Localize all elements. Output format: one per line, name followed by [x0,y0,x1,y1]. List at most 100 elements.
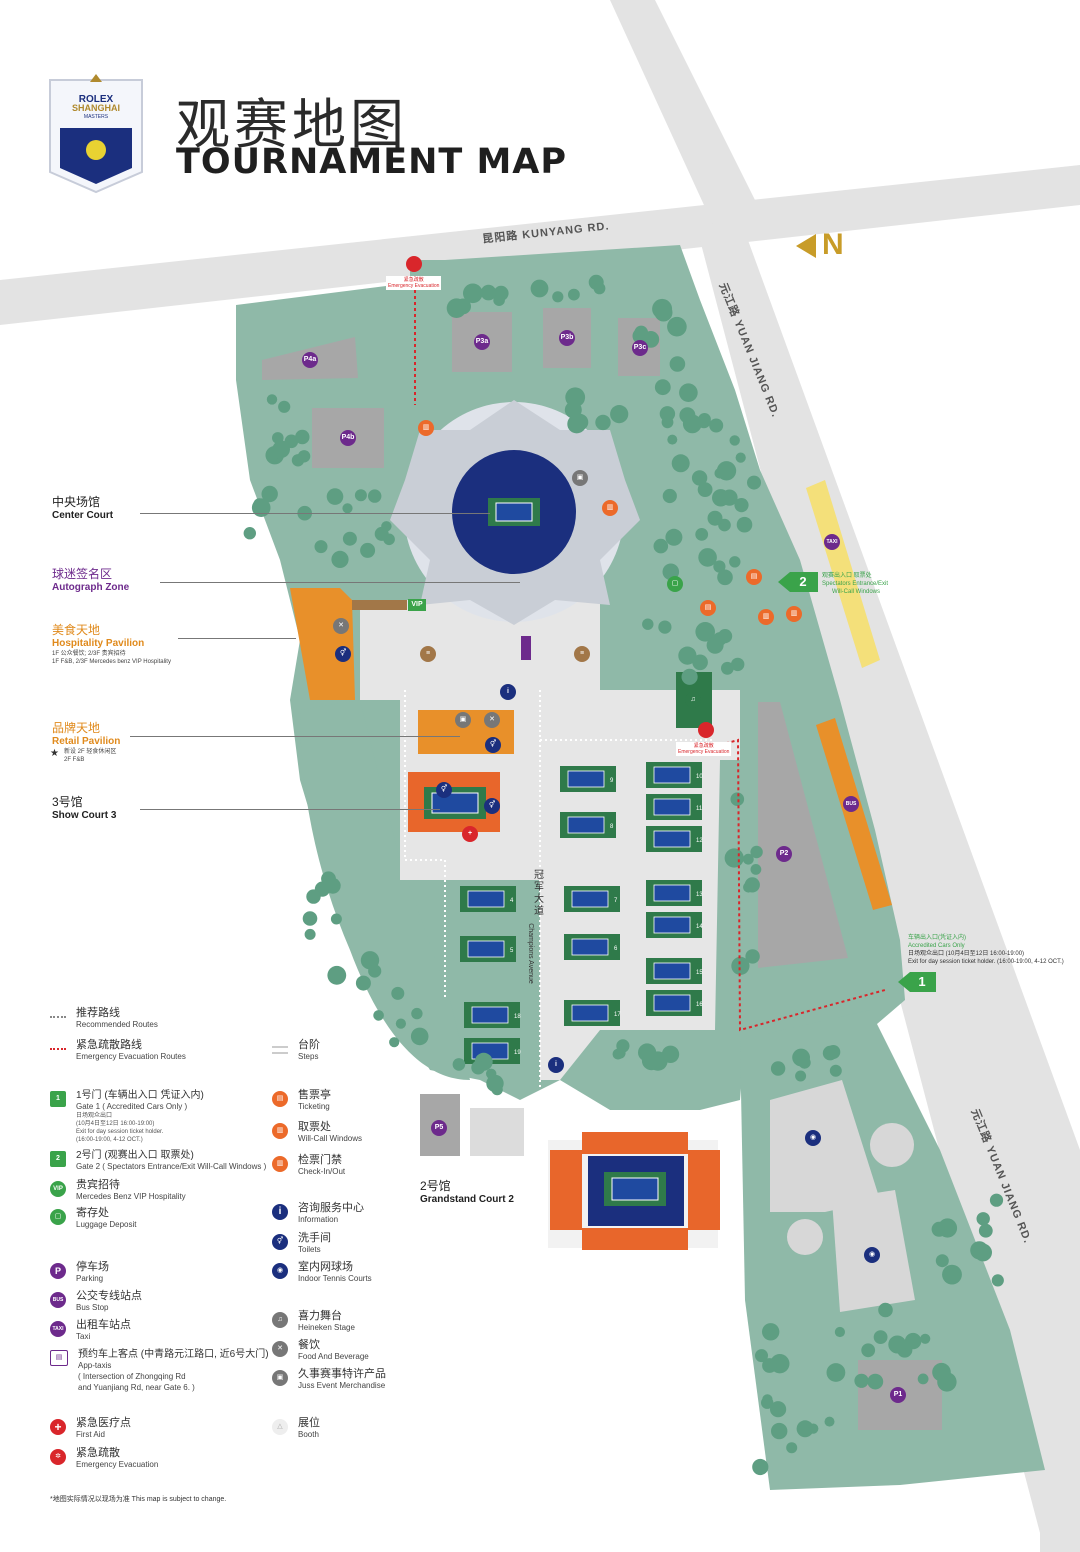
legend-text-en: Will-Call Windows [298,1134,363,1143]
indoor-courts-icon-1[interactable]: ◉ [805,1130,821,1146]
bus-stop-marker[interactable]: BUS [843,796,859,812]
parking-p3a-badge[interactable]: P3a [474,334,490,350]
ticketing-icon-east[interactable]: ▤ [700,600,716,616]
food-beverage-icon-retail[interactable]: ✕ [484,712,500,728]
tree [770,1401,787,1418]
indoor-courts-icon-2[interactable]: ◉ [864,1247,880,1263]
outer-court-18[interactable]: 18 [464,1002,521,1028]
toilet-icon-showcourt-2[interactable]: ⚥ [484,798,500,814]
first-aid-icon[interactable]: + [462,826,478,842]
outer-court-5[interactable]: 5 [460,936,516,962]
outer-court-16[interactable]: 16 [646,990,703,1016]
legend-gate-1: 1 1号门 (车辆出入口 凭证入内) Gate 1 ( Accredited C… [50,1090,204,1144]
heineken-stage-icon[interactable]: ♫ [685,692,701,708]
legend-text-en: Emergency Evacuation Routes [76,1052,186,1061]
tree [368,489,382,503]
tree [243,527,256,540]
show-court-3-label[interactable]: 3号馆 Show Court 3 [52,796,116,822]
autograph-zone-leader [160,582,520,583]
toilet-icon-retail[interactable]: ⚥ [485,737,501,753]
legend-text-cn: 紧急医疗点 [76,1417,131,1429]
tree [679,407,696,424]
tree [659,406,676,422]
information-icon-south[interactable]: i [548,1057,564,1073]
parking-p2-badge[interactable]: P2 [776,846,792,862]
gate-1-cn: 车辆出入口(凭证入内) [908,935,966,941]
parking-p5-badge[interactable]: P5 [431,1120,447,1136]
toilet-icon-showcourt-1[interactable]: ⚥ [436,782,452,798]
parking-p4b-badge[interactable]: P4b [340,430,356,446]
tree [976,1212,990,1226]
outer-court-10[interactable]: 10 [646,762,703,788]
court-number-label: 12 [696,838,703,844]
evacuation-top-cn: 紧急疏散 [403,277,424,283]
outer-court-12[interactable]: 12 [646,826,703,852]
gate-2-en2: Will-Call Windows [832,589,881,595]
tree [729,435,740,446]
merchandise-icon-center[interactable]: ▣ [572,470,588,486]
legend-text-en: Emergency Evacuation [76,1460,159,1469]
center-court-cn: 中央场馆 [52,495,101,509]
parking-p3c-badge[interactable]: P3c [632,340,648,356]
hospitality-pavilion-label[interactable]: 美食天地 Hospitality Pavilion 1F 公众餐饮; 2/3F … [52,624,171,666]
autograph-zone-marker[interactable] [521,636,531,660]
outer-court-17[interactable]: 17 [564,1000,621,1026]
legend-gate-2: 2 2号门 (观赛出入口 取票处)Gate 2 ( Spectators Ent… [50,1150,266,1172]
merchandise-icon-retail[interactable]: ▣ [455,712,471,728]
parking-p4a-badge[interactable]: P4a [302,352,318,368]
evacuation-top-marker[interactable] [406,256,422,272]
vip-hospitality-marker[interactable]: VIP [408,599,426,611]
outer-court-4[interactable]: 4 [460,886,516,912]
legend-text-en: Gate 2 ( Spectators Entrance/Exit Will-C… [76,1162,267,1171]
legend-text-en: Steps [298,1052,319,1061]
ticketing-icon-gate2[interactable]: ▤ [746,569,762,585]
center-court-stadium [390,400,640,625]
grandstand-court-label[interactable]: 2号馆 Grandstand Court 2 [420,1180,514,1206]
will-call-icon-north[interactable]: ▥ [418,420,434,436]
bus-stop-strip [816,718,892,910]
outer-court-19[interactable]: 19 [464,1038,521,1064]
outer-court-7[interactable]: 7 [564,886,620,912]
information-icon[interactable]: i [500,684,516,700]
parking-p3b-badge[interactable]: P3b [559,330,575,346]
tree [692,654,708,671]
show-court-cn: 3号馆 [52,795,83,809]
tree [731,657,745,672]
evacuation-mid-marker[interactable] [698,722,714,738]
steps-legend-icon [272,1046,288,1054]
outer-court-13[interactable]: 13 [646,880,703,906]
tree [731,956,750,976]
retail-pavilion-label[interactable]: 品牌天地 Retail Pavilion 新设 2F 轻食休闲区 2F F&B [52,722,120,764]
outer-court-11[interactable]: 11 [646,794,703,820]
toilet-icon-hospitality[interactable]: ⚥ [335,646,351,662]
luggage-deposit-icon[interactable]: ▢ [667,576,683,592]
gate-1-number[interactable]: 1 [918,974,926,989]
outer-court-14[interactable]: 14 [646,912,703,938]
center-court-label[interactable]: 中央场馆 Center Court [52,496,113,522]
checkin-icon-gate2-1[interactable]: ▥ [758,609,774,625]
parking-p1-badge[interactable]: P1 [890,1387,906,1403]
tree [671,454,690,473]
outer-court-6[interactable]: 6 [564,934,620,960]
legend-text-en: Luggage Deposit [76,1220,137,1229]
legend-text-en: Taxi [76,1332,91,1341]
checkin-icon-gate2-2[interactable]: ▥ [786,606,802,622]
will-call-icon-center[interactable]: ▥ [602,500,618,516]
tree [808,1423,819,1434]
outer-court-15[interactable]: 15 [646,958,703,984]
food-beverage-icon-hospitality[interactable]: ✕ [333,618,349,634]
legend-text-cn: 紧急疏散路线 [76,1039,142,1051]
tree [354,489,367,502]
outer-court-8[interactable]: 8 [560,812,616,838]
tree [867,1373,884,1390]
taxi-stand-marker[interactable]: TAXI [824,534,840,550]
court-number-label: 17 [614,1012,621,1018]
autograph-zone-label[interactable]: 球迷签名区 Autograph Zone [52,568,129,594]
tree [695,622,715,642]
gate-2-number[interactable]: 2 [799,574,807,589]
outer-court-9[interactable]: 9 [560,766,616,792]
